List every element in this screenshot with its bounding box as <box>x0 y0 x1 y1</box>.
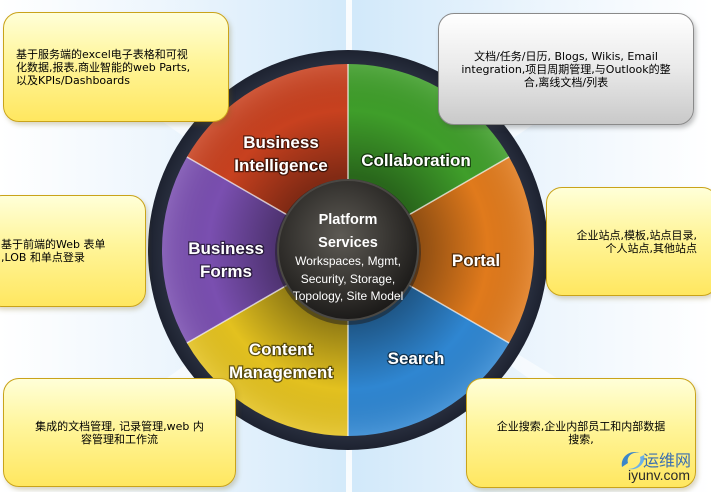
hub-sub-line1: Workspaces, Mgmt, <box>295 254 401 268</box>
segment-divider <box>186 279 297 344</box>
segment-label-content-line1: Content <box>249 340 314 359</box>
segment-label-forms-line1: Business <box>188 239 264 258</box>
hub-title-line2: Services <box>318 235 378 251</box>
hub-title-line1: Platform <box>319 212 378 228</box>
platform-hub <box>277 179 419 321</box>
segment-label-collaboration: Collaboration <box>361 151 471 170</box>
segment-label-content-line2: Management <box>229 363 333 382</box>
watermark-logo-icon <box>621 451 645 470</box>
callout-content-management: 集成的文档管理, 记录管理,web 内 容管理和工作流 <box>3 378 236 487</box>
hub-sub-line3: Topology, Site Model <box>293 289 404 303</box>
callout-collaboration: 文档/任务/日历, Blogs, Wikis, Email integratio… <box>438 13 694 125</box>
callout-business-forms: 基于前端的Web 表单 ,LOB 和单点登录 <box>0 195 146 307</box>
callout-business-intelligence: 基于服务端的excel电子表格和可视 化数据,报表,商业智能的web Parts… <box>3 12 229 122</box>
callout-search: 企业搜索,企业内部员工和内部数据 搜索, <box>466 378 696 488</box>
watermark: 运维网 iyunv.com <box>618 447 708 491</box>
segment-divider <box>399 156 510 221</box>
hub-sub-line2: Security, Storage, <box>301 272 396 286</box>
segment-divider <box>399 279 510 344</box>
segment-label-bi-line2: Intelligence <box>234 156 328 175</box>
segment-label-bi-line1: Business <box>243 133 319 152</box>
watermark-url-text: iyunv.com <box>628 467 690 483</box>
callout-portal: 企业站点,模板,站点目录, 个人站点,其他站点 <box>546 187 711 296</box>
watermark-cn-text: 运维网 <box>643 451 692 470</box>
segment-label-portal: Portal <box>452 251 500 270</box>
segment-divider <box>186 156 297 221</box>
segment-label-forms-line2: Forms <box>200 262 252 281</box>
segment-label-search: Search <box>388 349 445 368</box>
